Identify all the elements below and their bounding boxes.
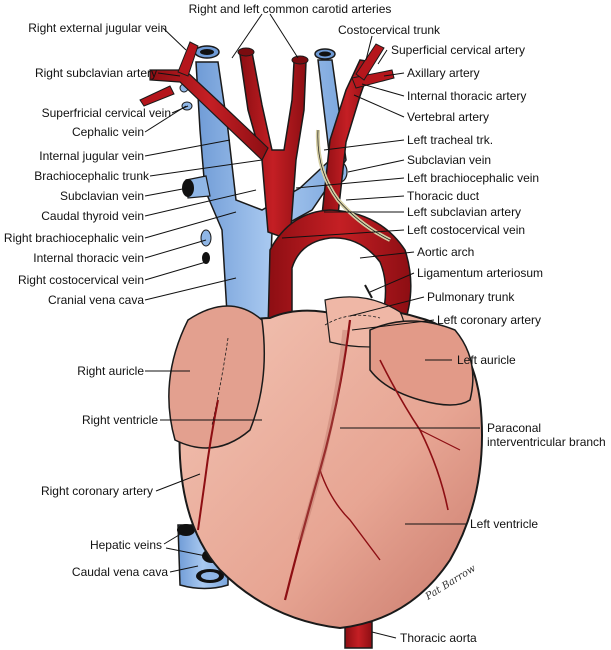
label-brachiocephalic-trunk: Brachiocephalic trunk <box>34 169 149 183</box>
label-thoracic-aorta: Thoracic aorta <box>400 631 477 645</box>
aortic-arteries <box>139 41 412 649</box>
label-cephalic-vein: Cephalic vein <box>71 125 144 139</box>
label-pulmonary-trunk: Pulmonary trunk <box>427 290 515 304</box>
label-caudal-vena-cava: Caudal vena cava <box>71 565 168 579</box>
label-thoracic-duct: Thoracic duct <box>407 189 480 203</box>
label-left-ventricle: Left ventricle <box>470 517 539 531</box>
label-carotid: Right and left common carotid arteries <box>188 2 392 16</box>
label-internal-jugular-vein: Internal jugular vein <box>39 149 144 163</box>
label-right-auricle: Right auricle <box>77 364 144 378</box>
label-left-costocervical-vein: Left costocervical vein <box>407 223 526 237</box>
label-hepatic-veins: Hepatic veins <box>89 538 162 552</box>
label-left-brachiocephalic-vein: Left brachiocephalic vein <box>407 171 540 185</box>
label-right-ventricle: Right ventricle <box>81 413 158 427</box>
label-right-costocervical-vein: Right costocervical vein <box>17 273 144 287</box>
leader-lines <box>144 13 480 639</box>
label-right-external-jugular-vein: Right external jugular vein <box>28 21 167 35</box>
label-right-brachiocephalic-vein: Right brachiocephalic vein <box>3 231 144 245</box>
label-superficial-cervical-artery: Superficial cervical artery <box>391 43 526 57</box>
label-ligamentum-arteriosum: Ligamentum arteriosum <box>417 266 544 280</box>
label-internal-thoracic-vein: Internal thoracic vein <box>33 251 144 265</box>
label-paraconal-interventricular-branch: Paraconal interventricular branch <box>487 421 606 449</box>
label-internal-thoracic-artery: Internal thoracic artery <box>407 89 527 103</box>
label-left-tracheal-trunk: Left tracheal trk. <box>407 133 494 147</box>
label-costocervical-trunk: Costocervical trunk <box>338 23 441 37</box>
label-right-subclavian-artery: Right subclavian artery <box>34 66 157 80</box>
label-cranial-vena-cava: Cranial vena cava <box>47 293 144 307</box>
label-left-subclavian-artery: Left subclavian artery <box>407 205 522 219</box>
label-right-coronary-artery: Right coronary artery <box>40 484 153 498</box>
label-subclavian-vein-right: Subclavian vein <box>59 189 144 203</box>
label-subclavian-vein-left: Subclavian vein <box>407 153 492 167</box>
label-aortic-arch: Aortic arch <box>417 245 475 259</box>
label-caudal-thyroid-vein: Caudal thyroid vein <box>41 209 144 223</box>
label-axillary-artery: Axillary artery <box>407 66 480 80</box>
label-vertebral-artery: Vertebral artery <box>407 110 490 124</box>
label-left-coronary-artery: Left coronary artery <box>437 313 542 327</box>
heart-body <box>168 284 483 630</box>
label-superficial-cervical-vein: Superfricial cervical vein <box>41 106 171 120</box>
label-left-auricle: Left auricle <box>457 353 516 367</box>
